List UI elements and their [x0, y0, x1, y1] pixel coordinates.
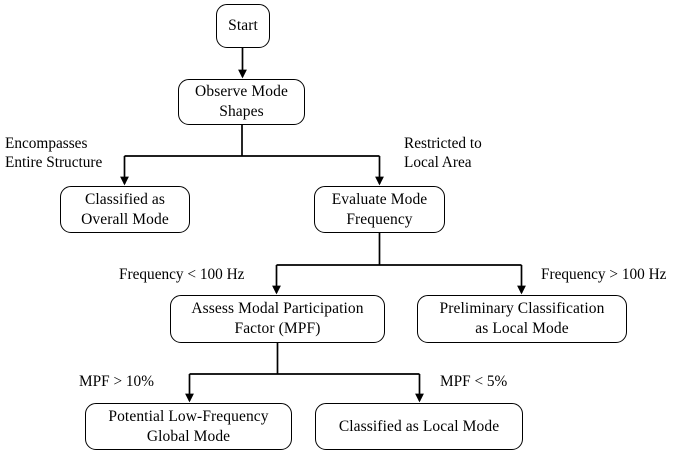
node-classified-as-overall-mode-label: Classified as Overall Mode: [81, 190, 169, 228]
node-preliminary-classification-as-local-mode-label: Preliminary Classification as Local Mode: [439, 300, 605, 337]
node-potential-low-frequency-global-mode-label: Potential Low-Frequency Global Mode: [108, 407, 269, 445]
node-assess-modal-participation-factor-label: Assess Modal Participation Factor (MPF): [191, 300, 364, 337]
node-preliminary-classification-as-local-mode[interactable]: Preliminary Classification as Local Mode: [417, 295, 627, 343]
node-classified-as-overall-mode[interactable]: Classified as Overall Mode: [60, 186, 190, 233]
edge-label-frequency-greater-than-100hz: Frequency > 100 Hz: [541, 266, 667, 283]
edge-label-mpf-less-than-5-percent: MPF < 5%: [440, 373, 508, 390]
node-start-label: Start: [228, 17, 258, 35]
edge-label-frequency-less-than-100hz: Frequency < 100 Hz: [119, 266, 245, 283]
node-observe-mode-shapes[interactable]: Observe Mode Shapes: [178, 79, 305, 125]
node-potential-low-frequency-global-mode[interactable]: Potential Low-Frequency Global Mode: [85, 403, 292, 450]
edge-label-restricted-to-local-area: Restricted to Local Area: [404, 135, 482, 171]
node-observe-mode-shapes-label: Observe Mode Shapes: [195, 83, 288, 120]
node-evaluate-mode-frequency[interactable]: Evaluate Mode Frequency: [314, 186, 445, 233]
edge-label-encompasses-entire-structure: Encompasses Entire Structure: [5, 135, 103, 171]
node-start[interactable]: Start: [216, 4, 270, 48]
edge-label-mpf-greater-than-10-percent: MPF > 10%: [79, 373, 154, 390]
node-classified-as-local-mode-label: Classified as Local Mode: [338, 417, 500, 435]
node-classified-as-local-mode[interactable]: Classified as Local Mode: [315, 403, 523, 450]
node-assess-modal-participation-factor[interactable]: Assess Modal Participation Factor (MPF): [170, 295, 385, 343]
node-evaluate-mode-frequency-label: Evaluate Mode Frequency: [331, 190, 428, 228]
